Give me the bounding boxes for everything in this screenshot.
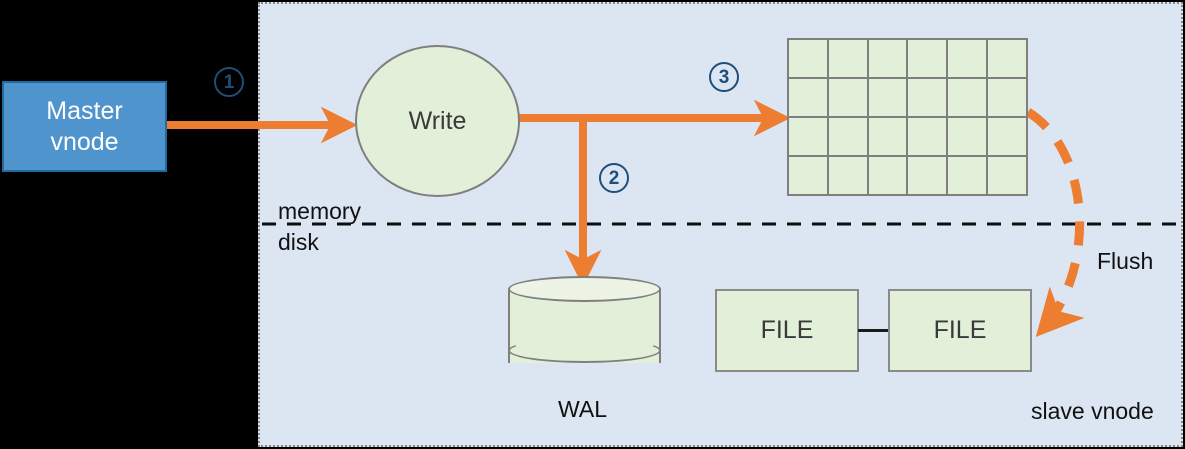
memory-label: memory xyxy=(278,198,362,224)
slave-vnode-label: slave vnode xyxy=(1031,398,1154,424)
memtable-cell xyxy=(908,157,947,194)
file-box-1[interactable]: FILE xyxy=(715,289,859,372)
memtable-cell xyxy=(828,79,867,116)
memtable-cell xyxy=(868,40,907,77)
master-vnode-label-line2: vnode xyxy=(50,127,119,156)
memtable-cell xyxy=(948,79,987,116)
master-vnode-box[interactable]: Master vnode xyxy=(2,81,167,172)
memtable-cell xyxy=(988,118,1026,155)
file-box-2[interactable]: FILE xyxy=(888,289,1032,372)
memtable-cell xyxy=(789,157,827,194)
memtable-cell xyxy=(988,157,1026,194)
step-marker-3: 3 xyxy=(709,62,739,92)
memtable-grid[interactable] xyxy=(787,38,1028,196)
step-marker-1: 1 xyxy=(214,67,244,97)
cylinder-bottom-ellipse xyxy=(508,338,661,363)
memtable-cell xyxy=(908,118,947,155)
memtable-cell xyxy=(828,40,867,77)
wal-cylinder[interactable] xyxy=(508,276,661,375)
memtable-cell xyxy=(988,79,1026,116)
memtable-cell xyxy=(948,157,987,194)
file-box-2-label: FILE xyxy=(933,316,987,344)
memtable-cell xyxy=(988,40,1026,77)
file-box-1-label: FILE xyxy=(760,316,814,344)
cylinder-top-ellipse xyxy=(508,276,661,302)
write-node-label: Write xyxy=(408,106,467,135)
step-marker-2: 2 xyxy=(599,163,629,193)
file-link-connector xyxy=(858,329,889,332)
memtable-cell xyxy=(868,118,907,155)
memtable-cell xyxy=(908,40,947,77)
flush-label: Flush xyxy=(1097,248,1154,274)
memtable-cell xyxy=(789,118,827,155)
memtable-cell xyxy=(908,79,947,116)
memtable-cell xyxy=(789,79,827,116)
memtable-cell xyxy=(789,40,827,77)
master-vnode-label-line1: Master xyxy=(46,97,123,125)
memtable-cell xyxy=(948,118,987,155)
memtable-cell xyxy=(868,79,907,116)
memtable-cell xyxy=(868,157,907,194)
disk-label: disk xyxy=(278,229,319,255)
memtable-cell xyxy=(828,118,867,155)
wal-label: WAL xyxy=(558,396,607,422)
memtable-cell xyxy=(828,157,867,194)
memtable-cell xyxy=(948,40,987,77)
write-node[interactable]: Write xyxy=(355,45,520,197)
